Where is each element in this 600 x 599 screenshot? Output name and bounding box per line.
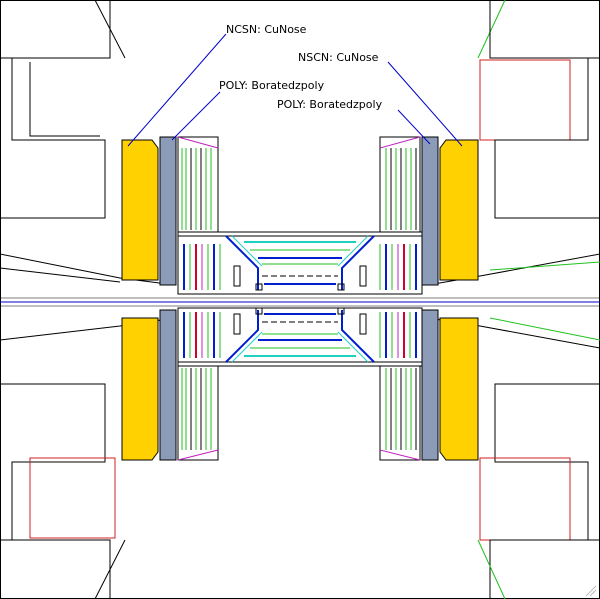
left-mid-wedge2 [0,267,121,283]
label-poly-left: POLY: Boratedzpoly [219,79,325,92]
right-lower-cunose [439,317,479,461]
central-lower-assembly [177,307,423,367]
right-bottom-slope [477,539,506,599]
right-upper-poly [421,136,439,286]
right-lower-plate-stack [379,365,421,461]
left-upper-poly [159,136,177,286]
right-lower-wedge-green [489,317,600,341]
right-upper-block [494,58,600,219]
label-ncsn: NCSN: CuNose [226,23,307,36]
right-mid-wedge-green [489,261,600,271]
left-lower-red-box [29,457,116,539]
right-upper-red-box [479,59,571,141]
leader-line-ncsn [127,33,227,147]
left-bottom-slope [94,539,126,599]
right-bottom-wall [489,539,600,599]
right-lower-poly [421,309,439,461]
left-bottom-wall [0,539,111,599]
right-top-slope [477,0,506,59]
left-lower-block [0,383,106,540]
central-upper-assembly [177,231,423,295]
right-top-wall [489,0,600,59]
left-lower-cunose [121,317,159,461]
left-lower-poly [159,309,177,461]
resize-grip-icon[interactable] [585,585,597,597]
left-top-slope [94,0,126,59]
label-poly-right: POLY: Boratedzpoly [277,98,383,111]
leader-line-nscn [387,61,463,147]
right-upper-plate-stack [379,136,421,233]
right-mid-wedge [427,253,600,286]
right-lower-block [494,383,600,540]
left-upper-block [0,58,106,219]
left-top-wall [0,0,111,59]
left-lower-plate-stack [177,365,219,461]
leader-line-poly-right [397,109,431,145]
label-nscn: NSCN: CuNose [298,51,379,64]
left-upper-inner [29,62,100,137]
right-lower-red-box [479,457,571,541]
right-upper-cunose [439,139,479,281]
left-upper-cunose [121,139,159,281]
left-upper-plate-stack [177,136,219,233]
leader-line-poly-left [171,91,221,141]
left-mid-wedge [0,253,176,286]
